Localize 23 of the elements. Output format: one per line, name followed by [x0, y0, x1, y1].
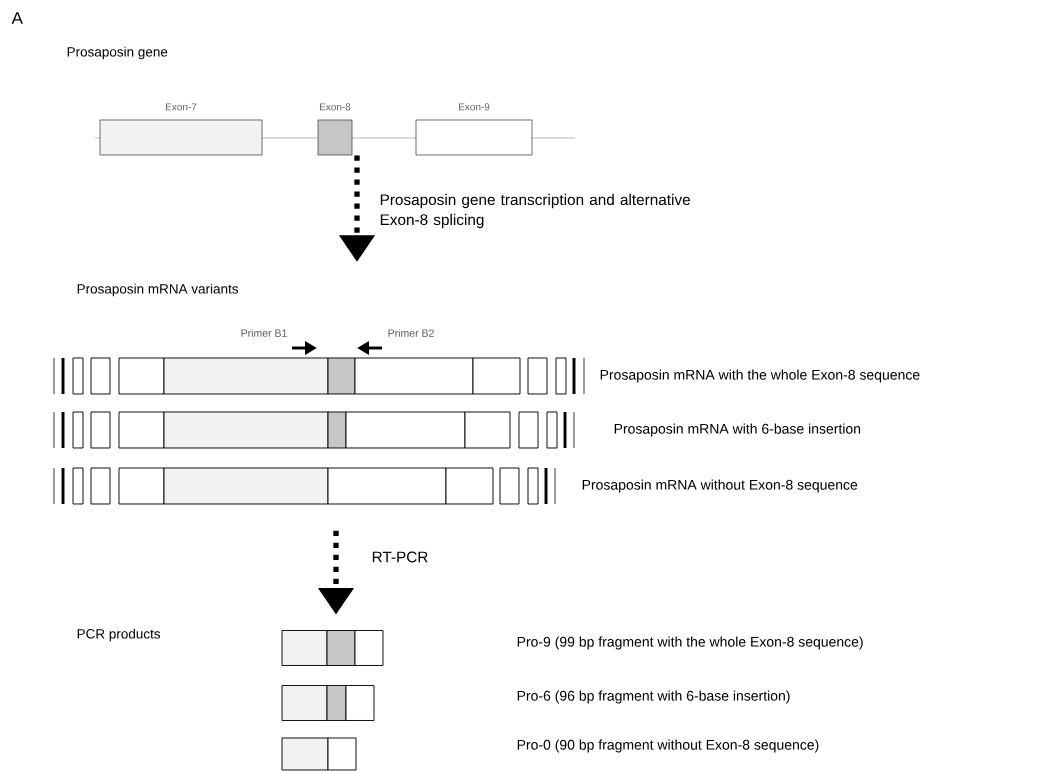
edge-label: RT-PCR [372, 551, 428, 563]
exon-box: Exon-8 [317, 103, 353, 156]
fragment-label: Pro-9 (99 bp fragment with the whole Exon-8 sequence) [517, 636, 863, 650]
row-label: Prosaposin mRNA with 6-base insertion [614, 423, 861, 437]
section-heading: Prosaposin mRNA variants [77, 283, 239, 297]
primer-label: Primer B1 [241, 329, 287, 337]
node-label: Exon-9 [458, 103, 490, 111]
fragment-bar [281, 685, 375, 721]
fragment-bar [281, 737, 357, 771]
exon-box: Exon-9 [415, 103, 533, 156]
section-heading: Prosaposin gene [67, 46, 168, 60]
panel-letter: A [11, 12, 23, 24]
node-label: Exon-7 [165, 103, 197, 111]
node-label: Exon-8 [319, 103, 351, 111]
primer-label: Primer B2 [388, 329, 434, 337]
exon-box: Exon-7 [99, 103, 263, 156]
fragment-label: Pro-0 (90 bp fragment without Exon-8 sequence) [517, 739, 819, 753]
edge-label: Prosaposin gene transcription and alternative Exon-8 splicing [380, 193, 690, 229]
fragment-bar [281, 630, 384, 666]
row-label: Prosaposin mRNA without Exon-8 sequence [582, 479, 858, 493]
row-label: Prosaposin mRNA with the whole Exon-8 sequence [600, 369, 920, 383]
section-heading: PCR products [77, 628, 161, 642]
fragment-label: Pro-6 (96 bp fragment with 6-base insertion) [517, 690, 790, 704]
